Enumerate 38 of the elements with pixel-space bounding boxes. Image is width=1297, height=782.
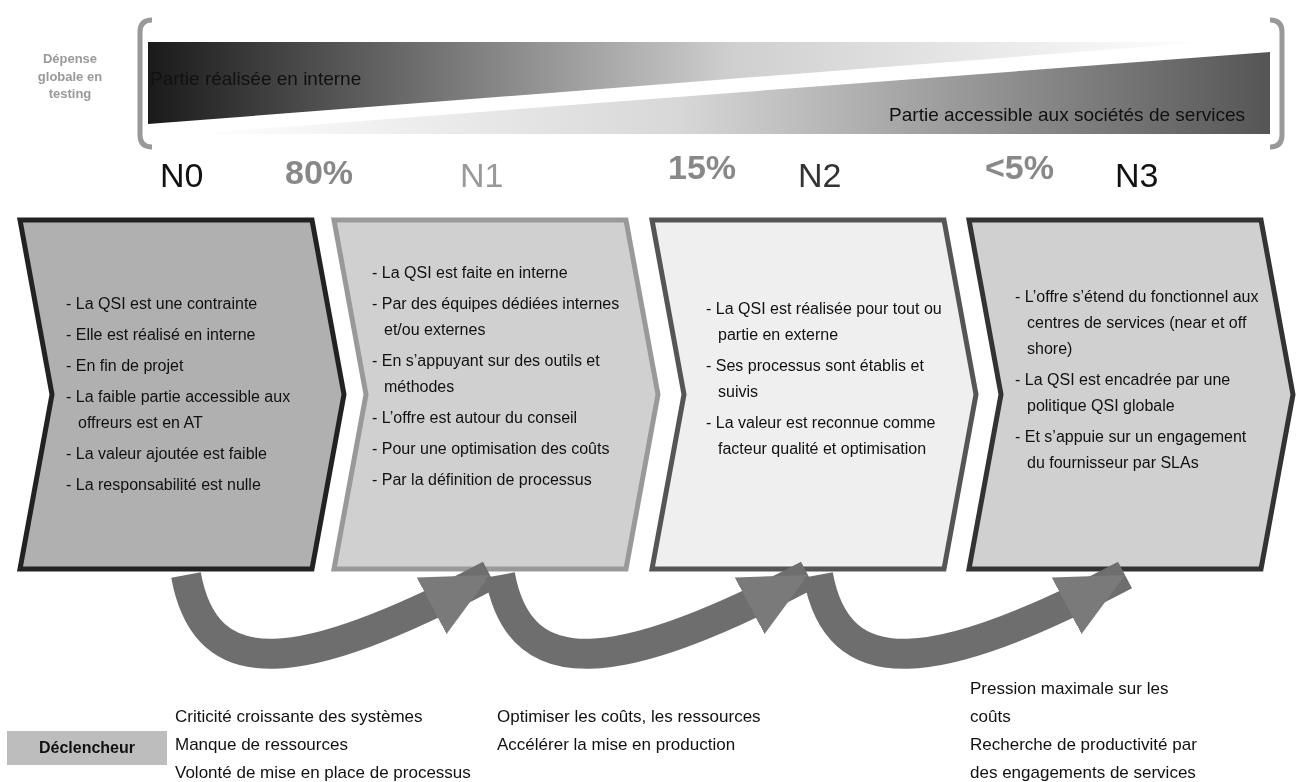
bullet-text: - La valeur est reconnue comme facteur qualité et optimisation — [706, 413, 937, 459]
trigger-text: Pression maximale sur les coûts — [970, 678, 1170, 728]
bullet-text: - Par des équipes dédiées internes et/ou externes — [372, 294, 621, 340]
bullet-text: - Et s’appuie sur un engagement du fournisseur par SLAs — [1015, 427, 1248, 473]
bullet-text: - Par la définition de processus — [372, 470, 593, 490]
trigger-text: Accélérer la mise en production — [497, 734, 737, 756]
bullet-text: - La QSI est une contrainte — [66, 294, 259, 314]
bullet-text: - La valeur ajoutée est faible — [66, 444, 268, 464]
axis-caption: Dépense globale en testing — [36, 50, 104, 103]
percentage-label: 15% — [668, 150, 737, 184]
trigger-text: Optimiser les coûts, les ressources — [497, 706, 762, 728]
bullet-text: - La faible partie accessible aux offreurs est en AT — [66, 387, 292, 433]
chevron-step — [648, 216, 980, 573]
bullet-text: - L’offre s’étend du fonctionnel aux centres de services (near et off shore) — [1015, 287, 1260, 359]
bullet-text: - La QSI est réalisée pour tout ou partie en externe — [706, 299, 943, 345]
percentage-label: <5% — [985, 150, 1054, 184]
chevron-step — [16, 216, 348, 573]
bullet-text: - En fin de projet — [66, 356, 185, 376]
curved-arrow — [803, 561, 1132, 669]
bullet-text: - En s’appuyant sur des outils et méthodes — [372, 351, 601, 397]
trigger-text: Volonté de mise en place de processus — [175, 762, 472, 782]
percentage-label: 80% — [285, 155, 354, 189]
level-heading: N2 — [798, 158, 842, 192]
chevron-step — [330, 216, 662, 573]
bullet-text: - La responsabilité est nulle — [66, 475, 262, 495]
chevron-step — [965, 216, 1297, 573]
bullet-text: - Ses processus sont établis et suivis — [706, 356, 925, 402]
level-heading: N1 — [460, 158, 504, 192]
trigger-text: Recherche de productivité par des engagements de services — [970, 734, 1198, 782]
wedge-label: Partie accessible aux sociétés de services — [889, 104, 1245, 126]
bullet-text: - L’offre est autour du conseil — [372, 408, 579, 428]
trigger-label-box: Déclencheur — [7, 731, 167, 765]
bullet-text: - Pour une optimisation des coûts — [372, 439, 611, 459]
level-heading: N3 — [1115, 158, 1159, 192]
bullet-text: - La QSI est faite en interne — [372, 263, 569, 283]
bullet-text: - Elle est réalisé en interne — [66, 325, 257, 345]
bullet-text: - La QSI est encadrée par une politique QSI globale — [1015, 370, 1232, 416]
level-heading: N0 — [160, 158, 204, 192]
